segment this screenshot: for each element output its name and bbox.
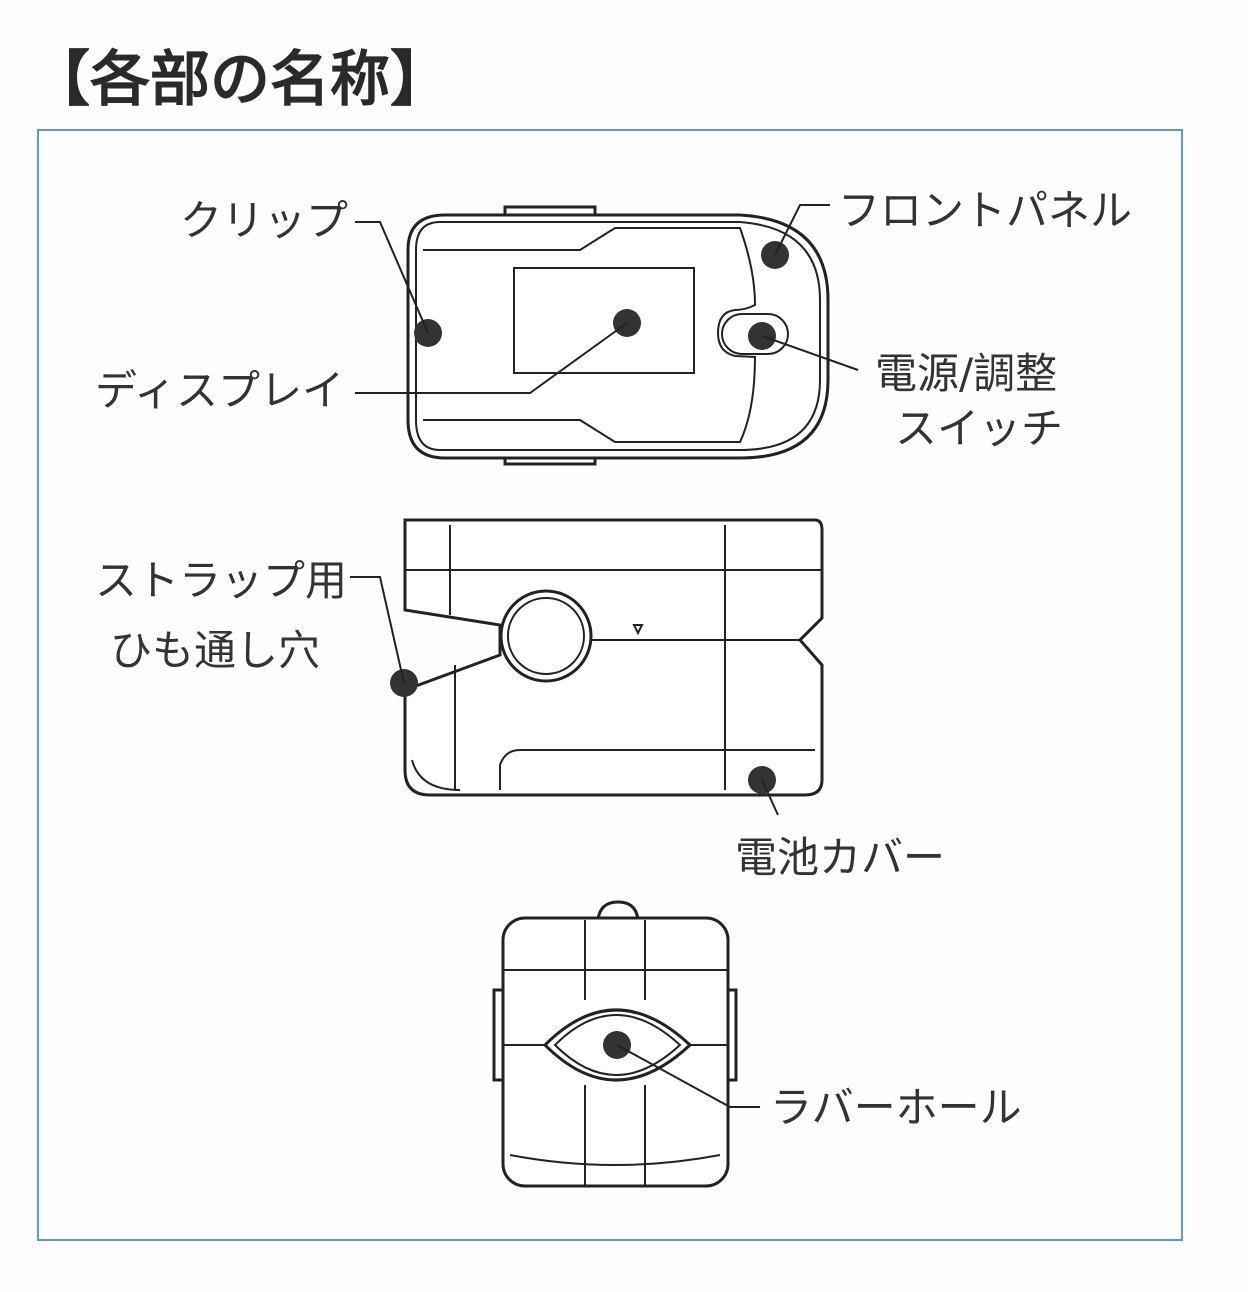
label-clip: クリップ — [180, 196, 348, 245]
page-title: 【各部の名称】 — [30, 45, 450, 115]
label-power-switch-2: スイッチ — [895, 404, 1063, 453]
display-leader — [355, 322, 628, 394]
strap-hole-leader — [350, 576, 405, 684]
power-switch-leader — [761, 335, 859, 371]
label-strap-hole-2: ひも通し穴 — [110, 626, 320, 675]
label-strap-hole-1: ストラップ用 — [95, 556, 347, 605]
rubber-hole-leader — [616, 1044, 760, 1108]
clip-leader — [355, 221, 429, 334]
label-battery-cover: 電池カバー — [735, 833, 945, 882]
label-front-panel: フロントパネル — [838, 186, 1132, 235]
label-power-switch-1: 電源/調整 — [875, 349, 1057, 398]
device-top-view — [406, 205, 830, 466]
device-side-view — [403, 518, 824, 797]
front-panel-leader — [774, 204, 830, 256]
label-rubber-hole: ラバーホール — [770, 1083, 1022, 1132]
battery-cover-leader — [761, 779, 779, 816]
label-display: ディスプレイ — [95, 366, 344, 415]
